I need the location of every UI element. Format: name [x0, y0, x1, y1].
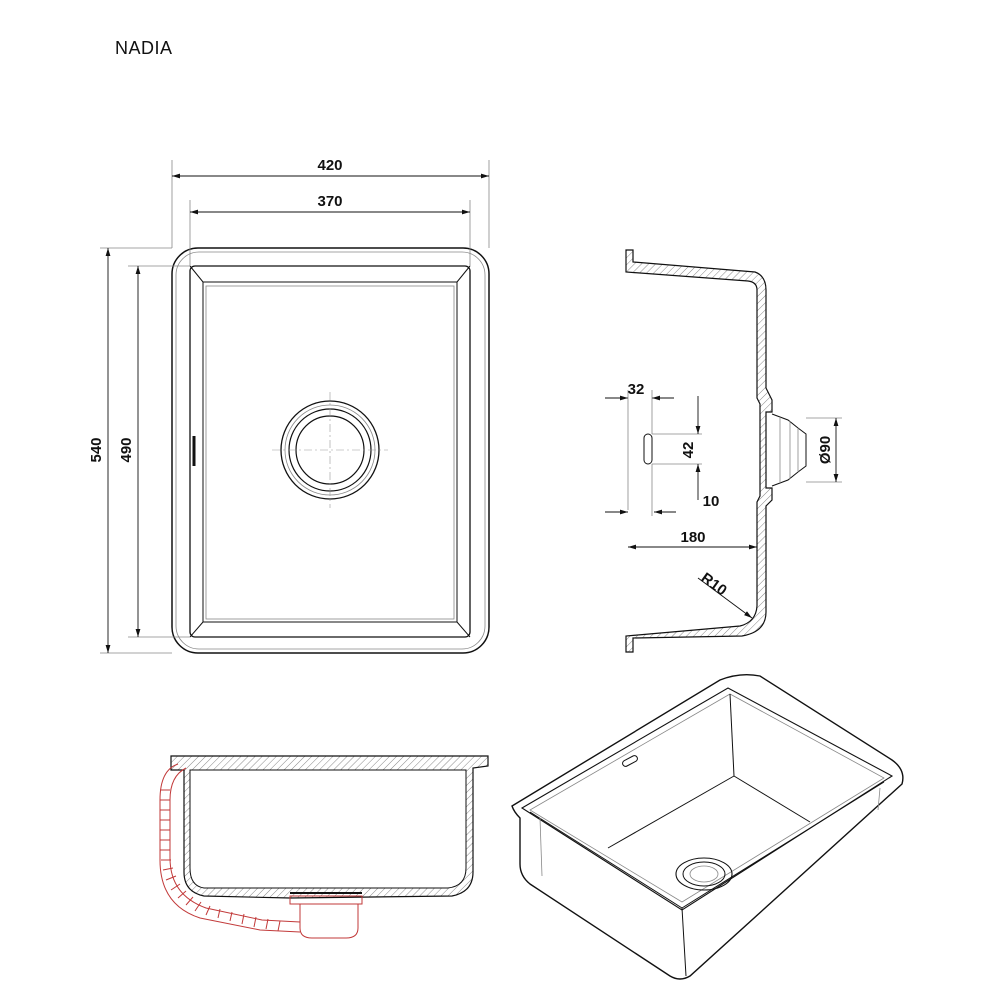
top-inner-bowl	[189, 265, 471, 638]
iso-overflow	[622, 755, 638, 767]
dim-overflow-width: 32	[628, 381, 645, 398]
dim-overflow-offset: 10	[703, 493, 720, 510]
dim-height-inner: 490	[118, 437, 135, 462]
side-section-view: 32 42 10 180 R10 Ø90	[605, 249, 842, 653]
overflow-opening-side	[643, 433, 653, 465]
top-view: 420 370 540 490	[88, 157, 490, 654]
dim-width-outer: 420	[317, 157, 342, 174]
iso-drain	[675, 857, 733, 891]
dim-overflow-height: 42	[680, 442, 697, 459]
drain-fitting-side	[771, 413, 807, 487]
front-section-view	[159, 755, 489, 939]
dim-radius: R10	[698, 569, 730, 599]
dim-drain-diameter: Ø90	[817, 436, 834, 464]
dim-width-inner: 370	[317, 193, 342, 210]
top-outer-rim	[171, 247, 490, 654]
isometric-view	[511, 673, 904, 980]
dim-height-outer: 540	[88, 437, 105, 462]
drain-outlet	[272, 392, 388, 508]
waste-pipe	[159, 763, 363, 939]
dim-depth: 180	[680, 529, 705, 546]
drawing-title: NADIA	[115, 38, 173, 58]
